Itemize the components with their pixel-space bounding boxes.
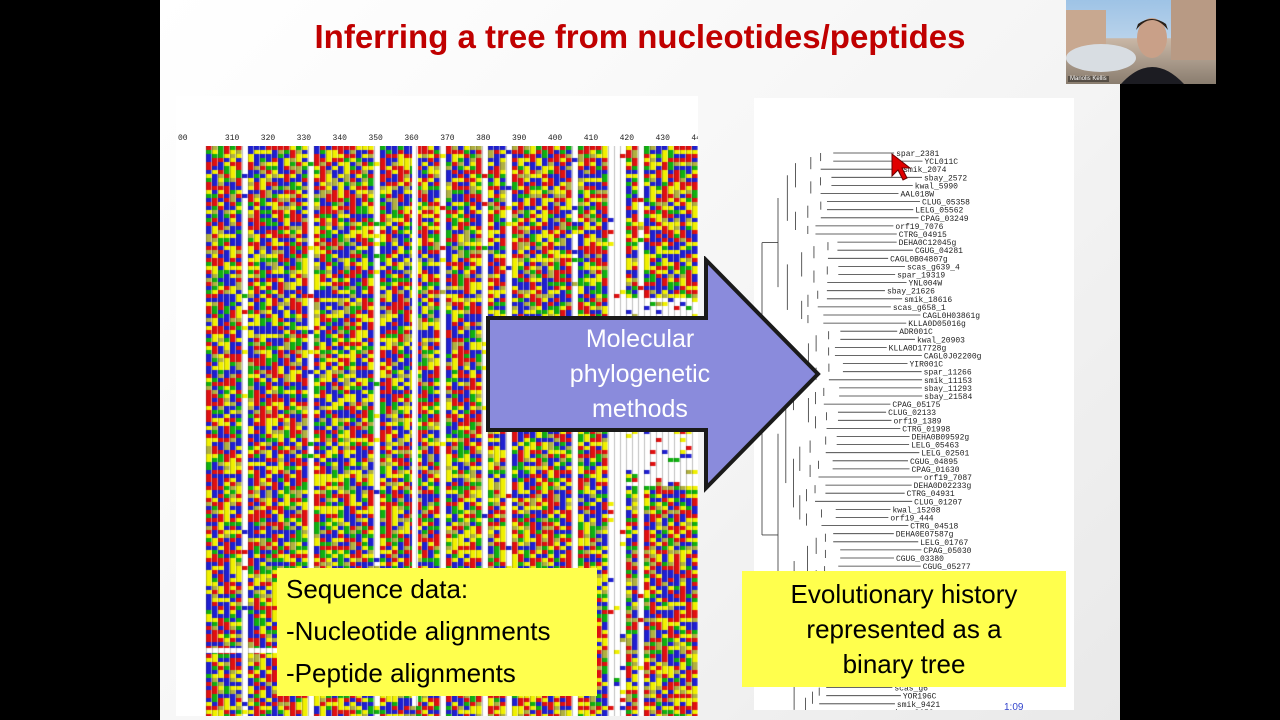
tree-leaf-label: CPAG_03249 xyxy=(921,215,969,224)
tree-leaf-label: YIR001C xyxy=(910,361,944,370)
slide: Inferring a tree from nucleotides/peptid… xyxy=(160,0,1120,720)
ruler-tick: 410 xyxy=(583,134,599,143)
tree-leaf-label: sbay_3650 xyxy=(890,709,933,710)
tree-leaf-label: CTRG_04931 xyxy=(907,490,955,499)
tree-leaf-label: CGUG_04895 xyxy=(910,458,958,467)
tree-leaf-label: spar_11266 xyxy=(924,369,972,378)
right-arrow-icon xyxy=(486,256,821,493)
tree-leaf-label: KLLA0D05016g xyxy=(908,320,966,329)
tree-leaf-label: CPAG_01630 xyxy=(912,466,960,475)
tree-leaf-label: sbay_2572 xyxy=(924,174,967,183)
ruler-tick: 320 xyxy=(260,134,276,143)
webcam-scene xyxy=(1066,0,1216,84)
arrow-line: phylogenetic xyxy=(569,360,711,388)
tree-leaf-label: CTRG_04518 xyxy=(910,523,958,532)
tree-leaf-label: CTRG_01998 xyxy=(902,425,950,434)
callout-line: binary tree xyxy=(842,649,966,679)
slide-title: Inferring a tree from nucleotides/peptid… xyxy=(314,18,966,55)
tree-leaf-label: kwal_20903 xyxy=(917,336,965,345)
tree-leaf-label: CGUG_04281 xyxy=(915,247,963,256)
ruler-tick: 360 xyxy=(404,134,419,143)
tree-leaf-label: AAL018W xyxy=(900,191,934,200)
ruler-tick: 44 xyxy=(691,134,698,143)
tree-leaf-label: orf19_1389 xyxy=(893,417,941,426)
tree-leaf-label: smik_9421 xyxy=(897,701,940,710)
ruler-tick: 390 xyxy=(511,134,527,143)
ruler-tick: 350 xyxy=(368,134,383,143)
tree-leaf-label: CLUG_01207 xyxy=(914,498,962,507)
presenter-webcam: Manolis Kellis xyxy=(1066,0,1216,84)
ruler-tick: 420 xyxy=(619,134,634,143)
tree-leaf-label: smik_18616 xyxy=(904,296,952,305)
ruler-tick: 00 xyxy=(178,134,188,143)
tree-leaf-label: scas_g6 xyxy=(894,685,928,694)
tree-leaf-label: DEHA0B09592g xyxy=(912,434,970,443)
callout-line: -Nucleotide alignments xyxy=(286,616,551,646)
tree-leaf-label: KLLA0D17728g xyxy=(889,344,947,353)
presenter-name-tag: Manolis Kellis xyxy=(1068,76,1109,82)
callout-line: Sequence data: xyxy=(286,574,469,604)
binary-tree-callout: Evolutionary history represented as a bi… xyxy=(742,571,1066,687)
tree-leaf-label: DEHA0E07587g xyxy=(896,531,954,540)
ruler-tick: 340 xyxy=(332,134,347,143)
tree-leaf-label: CLUG_05358 xyxy=(922,199,970,208)
tree-leaf-label: LELG_05562 xyxy=(915,207,963,216)
ruler-tick: 380 xyxy=(476,134,491,143)
tree-leaf-label: CTRG_04915 xyxy=(899,231,947,240)
tree-leaf-label: scas_g639_4 xyxy=(907,263,960,272)
tree-leaf-label: CGUG_05277 xyxy=(923,563,971,572)
callout-line: Evolutionary history xyxy=(790,579,1018,609)
tree-leaf-label: LELG_05463 xyxy=(911,442,959,451)
tree-leaf-label: CAGL0J02200g xyxy=(924,353,982,362)
tree-leaf-label: smik_2074 xyxy=(903,166,946,175)
tree-leaf-label: kwal_5990 xyxy=(915,182,958,191)
tree-leaf-label: ADR001C xyxy=(899,328,933,337)
tree-leaf-label: sbay_21584 xyxy=(924,393,972,402)
tree-leaf-label: CPAG_05030 xyxy=(923,547,971,556)
tree-leaf-label: spar_2381 xyxy=(896,150,939,159)
tree-leaf-label: LELG_01767 xyxy=(920,539,968,548)
tree-leaf-label: CGUG_03380 xyxy=(896,555,944,564)
tree-leaf-label: sbay_11293 xyxy=(924,385,972,394)
tree-leaf-label: YCL011C xyxy=(924,158,958,167)
sequence-data-callout: Sequence data: -Nucleotide alignments -P… xyxy=(277,568,597,696)
tree-leaf-label: scas_g658_1 xyxy=(893,304,946,313)
callout-line: represented as a xyxy=(806,614,1002,644)
ruler-tick: 400 xyxy=(547,134,563,143)
tree-leaf-label: CPAG_05175 xyxy=(892,401,940,410)
ruler-tick: 310 xyxy=(224,134,240,143)
tree-leaf-label: LELG_02501 xyxy=(921,450,969,459)
ruler-tick: 370 xyxy=(440,134,455,143)
tree-leaf-label: DEHA0C12045g xyxy=(899,239,957,248)
ruler-tick: 430 xyxy=(655,134,670,143)
tree-leaf-label: CLUG_02133 xyxy=(888,409,936,418)
arrow-line: Molecular xyxy=(585,325,695,353)
tree-leaf-label: spar_19319 xyxy=(897,272,945,281)
tree-leaf-label: orf19_444 xyxy=(890,515,933,524)
ruler-tick: 330 xyxy=(296,134,312,143)
tree-leaf-label: kwal_15208 xyxy=(892,506,940,515)
page-number: 1:09 xyxy=(1004,702,1024,713)
tree-leaf-label: DEHA0D02233g xyxy=(914,482,972,491)
tree-leaf-label: YNL004W xyxy=(909,280,943,289)
arrow-line: methods xyxy=(592,395,688,423)
tree-leaf-label: CAGL0H03861g xyxy=(922,312,980,321)
tree-leaf-label: smik_11153 xyxy=(924,377,972,386)
callout-line: -Peptide alignments xyxy=(286,658,516,688)
arrow-label: Molecular phylogenetic methods xyxy=(554,322,726,427)
tree-leaf-label: sbay_21626 xyxy=(887,288,935,297)
cursor-arrow-icon xyxy=(891,152,912,181)
tree-leaf-label: CAGL0B04807g xyxy=(890,255,948,264)
tree-leaf-label: YOR196C xyxy=(903,693,937,702)
tree-leaf-label: orf19_7076 xyxy=(895,223,943,232)
tree-leaf-label: orf19_7087 xyxy=(924,474,972,483)
